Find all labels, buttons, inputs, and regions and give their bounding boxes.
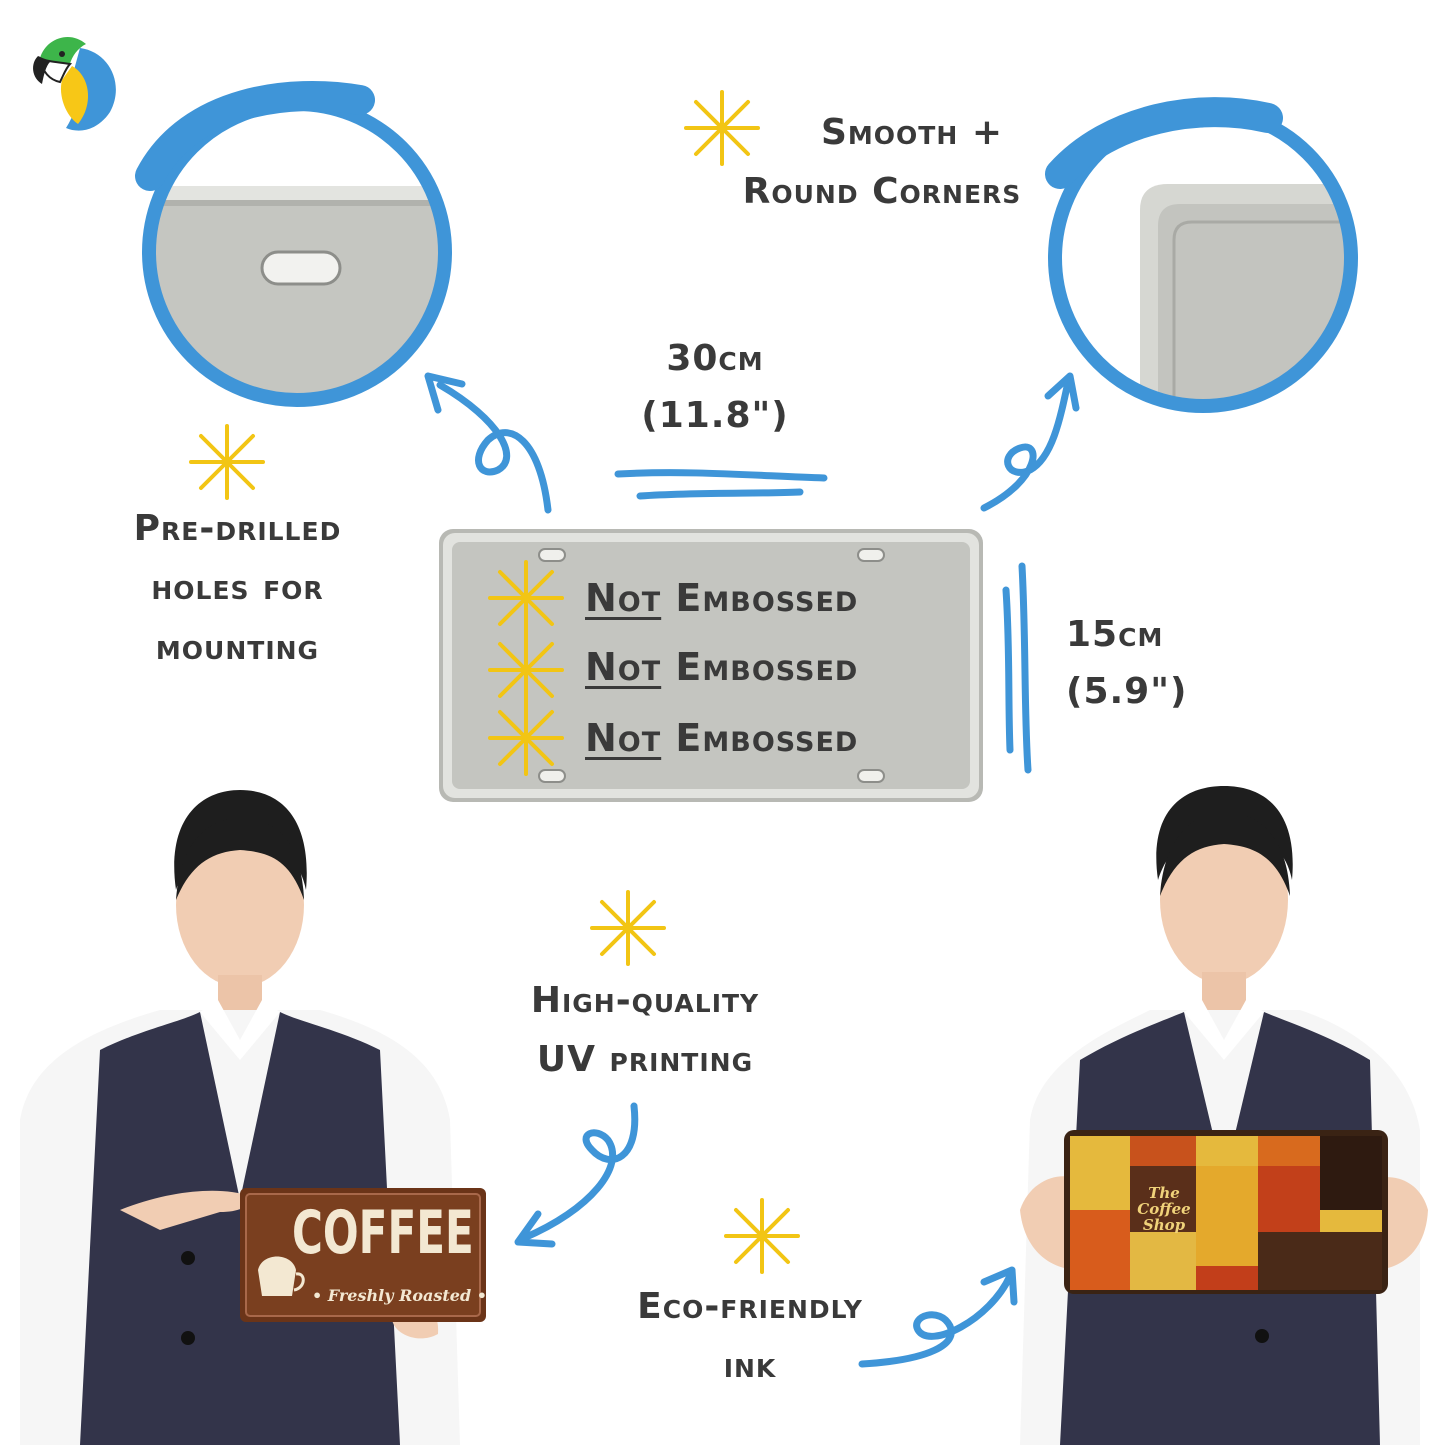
corners-line-2: Round Corners <box>742 171 1022 213</box>
width-inches: (11.8") <box>641 395 789 437</box>
mounting-line-3: mounting <box>155 626 320 668</box>
woman-holding-coffee-sign <box>20 790 486 1445</box>
license-plate <box>439 529 983 802</box>
height-label: 15cm (5.9") <box>1066 614 1226 713</box>
plate-emph-2: Not <box>585 645 662 689</box>
sparkle-icon <box>590 890 666 966</box>
plate-emph-3: Not <box>585 716 662 760</box>
mounting-line-2: holes for <box>151 567 324 609</box>
eco-ink-label: Eco-friendly ink <box>590 1286 910 1387</box>
corners-label: Smooth + Round Corners <box>712 112 1052 213</box>
curly-arrow-icon <box>514 1102 639 1248</box>
ink-line-2: ink <box>723 1345 777 1387</box>
curly-arrow-icon <box>858 1266 1018 1368</box>
corner-detail-view <box>1045 97 1358 413</box>
height-inches: (5.9") <box>1066 671 1188 713</box>
uv-printing-label: High-quality UV printing <box>470 980 820 1081</box>
coffee-sign-subtitle: • Freshly Roasted • <box>312 1286 487 1305</box>
height-cm: 15cm <box>1066 614 1164 655</box>
plate-text-3: Not Embossed <box>585 716 858 760</box>
woman-holding-collage-sign <box>1020 786 1428 1445</box>
plate-text-2: Not Embossed <box>585 645 858 689</box>
width-cm: 30cm <box>666 338 764 379</box>
width-label: 30cm (11.8") <box>630 338 800 437</box>
width-dimension-lines <box>614 469 828 500</box>
mounting-holes-label: Pre-drilled holes for mounting <box>100 508 375 668</box>
sparkle-icon <box>488 632 564 708</box>
curly-arrow-icon <box>980 372 1080 512</box>
collage-sign-text: The Coffee Shop <box>1137 1184 1191 1234</box>
coffee-sign-title: COFFEE <box>292 1198 474 1268</box>
mounting-line-1: Pre-drilled <box>133 508 342 549</box>
plate-text-1: Not Embossed <box>585 576 858 620</box>
printing-line-1: High-quality <box>530 980 760 1021</box>
height-dimension-lines <box>1002 562 1032 774</box>
plate-rest-2: Embossed <box>675 645 859 689</box>
curly-arrow-icon <box>424 372 552 514</box>
plate-rest-3: Embossed <box>675 716 859 760</box>
printing-line-2: UV printing <box>536 1039 754 1081</box>
sparkle-icon <box>724 1198 800 1274</box>
corners-line-1: Smooth + <box>821 112 1003 153</box>
sparkle-icon <box>488 560 564 636</box>
sparkle-icon <box>189 424 265 500</box>
hole-detail-view <box>135 81 452 407</box>
sparkle-icon <box>488 700 564 776</box>
ink-line-1: Eco-friendly <box>637 1286 863 1327</box>
parrot-logo <box>33 36 116 131</box>
plate-emph-1: Not <box>585 576 662 620</box>
plate-rest-1: Embossed <box>675 576 859 620</box>
